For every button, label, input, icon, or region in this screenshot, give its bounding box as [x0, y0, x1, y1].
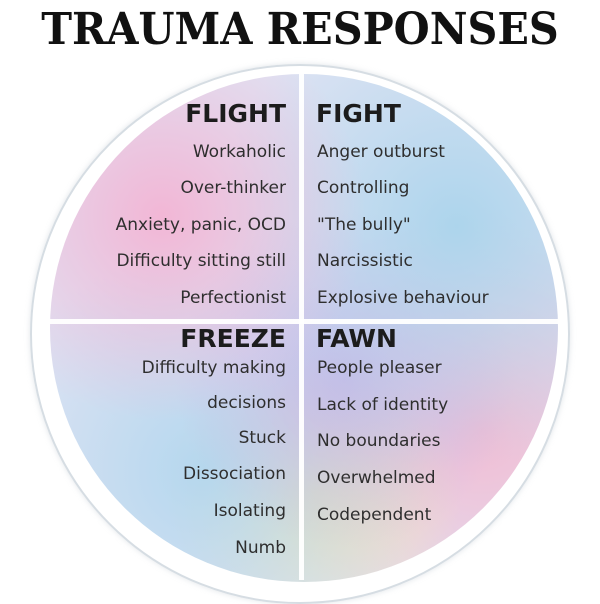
- flight-heading: FLIGHT: [185, 99, 286, 128]
- fawn-item: No boundaries: [317, 431, 441, 451]
- flight-item: Perfectionist: [180, 288, 286, 308]
- fight-item: Anger outburst: [317, 142, 445, 162]
- freeze-item: Isolating: [213, 501, 286, 521]
- flight-item: Difficulty sitting still: [116, 251, 286, 271]
- fawn-item: Lack of identity: [317, 395, 449, 415]
- gradient-circle: [50, 74, 558, 582]
- flight-item: Workaholic: [192, 142, 286, 162]
- freeze-item: Dissociation: [183, 464, 286, 484]
- fawn-item: Overwhelmed: [317, 468, 436, 488]
- fight-heading: FIGHT: [316, 99, 401, 128]
- fight-item: Controlling: [317, 178, 410, 198]
- fawn-item: People pleaser: [317, 358, 442, 378]
- fawn-heading: FAWN: [316, 324, 397, 353]
- freeze-heading: FREEZE: [180, 324, 286, 353]
- freeze-item: Numb: [235, 538, 286, 558]
- freeze-item: Stuck: [238, 428, 286, 448]
- page-title: TRAUMA RESPONSES: [41, 4, 559, 55]
- freeze-item: Difficulty making: [141, 358, 286, 378]
- flight-item: Anxiety, panic, OCD: [115, 215, 286, 235]
- fight-item: Narcissistic: [317, 251, 413, 271]
- vertical-divider: [299, 74, 304, 580]
- fight-item: Explosive behaviour: [317, 288, 489, 308]
- flight-item: Over-thinker: [180, 178, 286, 198]
- freeze-item: decisions: [207, 393, 286, 413]
- fight-item: "The bully": [317, 215, 411, 235]
- fawn-item: Codependent: [317, 505, 432, 525]
- horizontal-divider: [50, 319, 558, 324]
